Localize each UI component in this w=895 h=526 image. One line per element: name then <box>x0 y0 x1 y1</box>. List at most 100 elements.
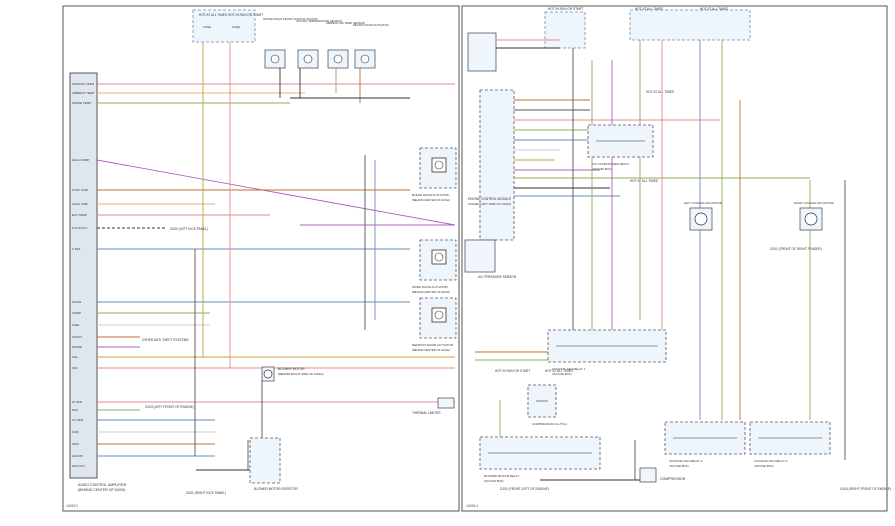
relay-label: A/C CONDITIONER RELAY <box>592 162 629 166</box>
fan-motor-icon <box>694 212 708 226</box>
module-pin-label: IGN <box>72 366 77 370</box>
blower-motor-icon <box>263 369 273 379</box>
blower-motor-label: BLOWER MOTOR <box>278 367 305 371</box>
sensor-icon <box>360 54 370 64</box>
relay-sub: (IN FUSE BOX) <box>552 372 572 376</box>
module-pin-label: PHASE <box>72 345 82 349</box>
ground-g201: G201 (RIGHT KICK PANEL) <box>186 491 226 495</box>
module-pin-label: COMP <box>72 311 81 315</box>
wire-purple <box>96 159 456 226</box>
actuator-sub: (BEHIND CENTER OF DASH) <box>412 290 450 294</box>
left-panel-wires <box>96 42 456 471</box>
actuator-motor <box>431 157 447 173</box>
ecm-label: ENGINE CONTROL MODULE <box>468 197 511 201</box>
ground-g103: G103 (LEFT FRONT OF ENGINE) <box>145 405 194 409</box>
hot-label-5: HOT AT ALL TIMES <box>630 179 658 183</box>
left-page-id: 166513 <box>66 504 78 508</box>
left-panel-frame <box>62 5 460 512</box>
motor-icon <box>434 310 444 320</box>
right-page-id: 166514 <box>466 504 478 508</box>
module-pin-label: HIGH COMP <box>72 158 89 162</box>
ecm-box <box>467 32 497 72</box>
ground-g104: G104 (RIGHT FRONT OF ENGINE) <box>840 487 891 491</box>
module-pin-label: F ACS PCT <box>72 226 88 230</box>
module-upper-pins: INSTANT OPEN AMBIENT TEMP INSIDE TEMP HIGH … <box>72 82 94 251</box>
module-pin-label: GND <box>72 430 80 434</box>
module-pin-label: LO SPD <box>72 418 84 422</box>
sensor-icon <box>333 54 343 64</box>
pressure-sensor-box <box>464 239 496 273</box>
ecm-sub: (UNDER LEFT SIDE OF DASH) <box>468 202 511 206</box>
module-pin-label: HVAC CMD <box>72 202 89 206</box>
resistor-label: BLOWER MOTOR RESISTOR <box>254 487 298 491</box>
fuse-box-top-left <box>192 9 256 43</box>
sensor-label: AMBIENT AIR TEMP SENSOR <box>326 21 365 25</box>
relay-sub: (IN FUSE BOX) <box>754 464 774 468</box>
sensor-label: RECIRC DOOR ACTUATOR <box>353 23 389 27</box>
blower-motor-sub: (BEHIND RIGHT SIDE OF DASH) <box>278 372 323 376</box>
motor-icon <box>434 252 444 262</box>
module-name: AUDIO CONTROL AMPLIFIER <box>78 483 127 487</box>
top-sensors: INTAKE RIGHT FRONT DOOR ACTUATOR(IN-CAR)… <box>263 17 389 69</box>
ground-g101: G101 (FRONT OF RIGHT FENDER) <box>770 247 822 251</box>
splice-label: OTHER ANTI-THEFT SYSTEMS <box>142 338 189 342</box>
relay-label: COOLING FAN RELAY 1 <box>552 367 586 371</box>
module-pin-label: IGN2 <box>72 442 79 446</box>
fuse-box-right-2 <box>629 9 751 41</box>
module-pin-label: FAN OUT <box>72 464 85 468</box>
right-panel-frame <box>461 5 888 512</box>
fuse-top-1-label: HOT AT ALL TIMES <box>199 13 227 17</box>
actuator-sub: (BEHIND CENTER OF DASH) <box>412 348 450 352</box>
sensor-icon <box>270 54 280 64</box>
module-pin-label: HI SPD <box>72 400 83 404</box>
fuse-top-1-sub: FUSE <box>203 25 211 29</box>
actuator-motor <box>431 249 447 265</box>
hot-label-1: HOT IN RUN OR START <box>548 7 583 11</box>
hot-label-7: HOT AT ALL TIMES <box>545 369 573 373</box>
module-location: (BEHIND CENTER OF DASH) <box>78 488 125 492</box>
hot-label-2: HOT AT ALL TIMES <box>635 7 663 11</box>
module-pin-label: INSIDE TEMP <box>72 101 91 105</box>
thermal-limiter-box <box>437 397 455 409</box>
module-pin-label: V BAT <box>72 247 81 251</box>
ecm-connector <box>479 89 515 241</box>
relay-sub: (IN FUSE BOX) <box>669 464 689 468</box>
compressor-box <box>639 467 657 483</box>
relay-label: COOLING FAN RELAY 3 <box>754 459 788 463</box>
sensor-label: (IN-CAR) TEMPERATURE SENSOR <box>296 19 342 23</box>
module-pin-label: SYNC CMD <box>72 188 89 192</box>
module-pin-label: VALVE <box>72 300 81 304</box>
sensor-label: INTAKE RIGHT FRONT DOOR ACTUATOR <box>263 17 318 21</box>
hot-label-6: HOT IN RUN OR START <box>495 369 530 373</box>
fuse-top-2-sub: FUSE <box>232 25 240 29</box>
fan-label: RIGHT COOLING FAN MOTOR <box>794 201 834 205</box>
module-pin-label: FAN FB <box>72 454 83 458</box>
module-pin-label: FUEL <box>72 323 80 327</box>
ground-g100: G100 (FRONT LEFT OF ENGINE) <box>500 487 549 491</box>
ground-g200: G200 (LEFT KICK PANEL) <box>170 227 208 231</box>
module-pin-label: AMBIENT TEMP <box>72 91 94 95</box>
fan-motor-icon <box>804 212 818 226</box>
relay-label: COMPRESSOR CLUTCH <box>532 422 567 426</box>
module-pin-label: KILL <box>72 355 79 359</box>
module-pin-label: INSTANT OPEN <box>72 82 94 86</box>
relay-group: COOLING FAN RELAY 1(IN FUSE BOX)BLOWER M… <box>479 124 831 483</box>
relay-sub: (IN FUSE BOX) <box>484 479 504 483</box>
actuator-sub: (BEHIND CENTER OF DASH) <box>412 198 450 202</box>
hot-label-3: HOT AT ALL TIMES <box>700 7 728 11</box>
actuator-label: MODE DOOR ACTUATOR <box>412 285 449 289</box>
relay-label: COOLING FAN RELAY 2 <box>669 459 703 463</box>
thermal-limiter-label: THERMAL LIMITER <box>412 411 441 415</box>
compressor-label: COMPRESSOR <box>660 477 686 481</box>
actuator-motor <box>431 307 447 323</box>
pressure-sensor-label: A/C PRESSURE SENSOR <box>478 275 517 279</box>
sensor-icon <box>303 54 313 64</box>
actuator-label: BLEND DOOR ACTUATOR <box>412 193 450 197</box>
relay-sub: (IN FUSE BOX) <box>592 167 612 171</box>
resistor-box <box>249 437 281 484</box>
module-pin-label: OVOLT <box>72 335 82 339</box>
